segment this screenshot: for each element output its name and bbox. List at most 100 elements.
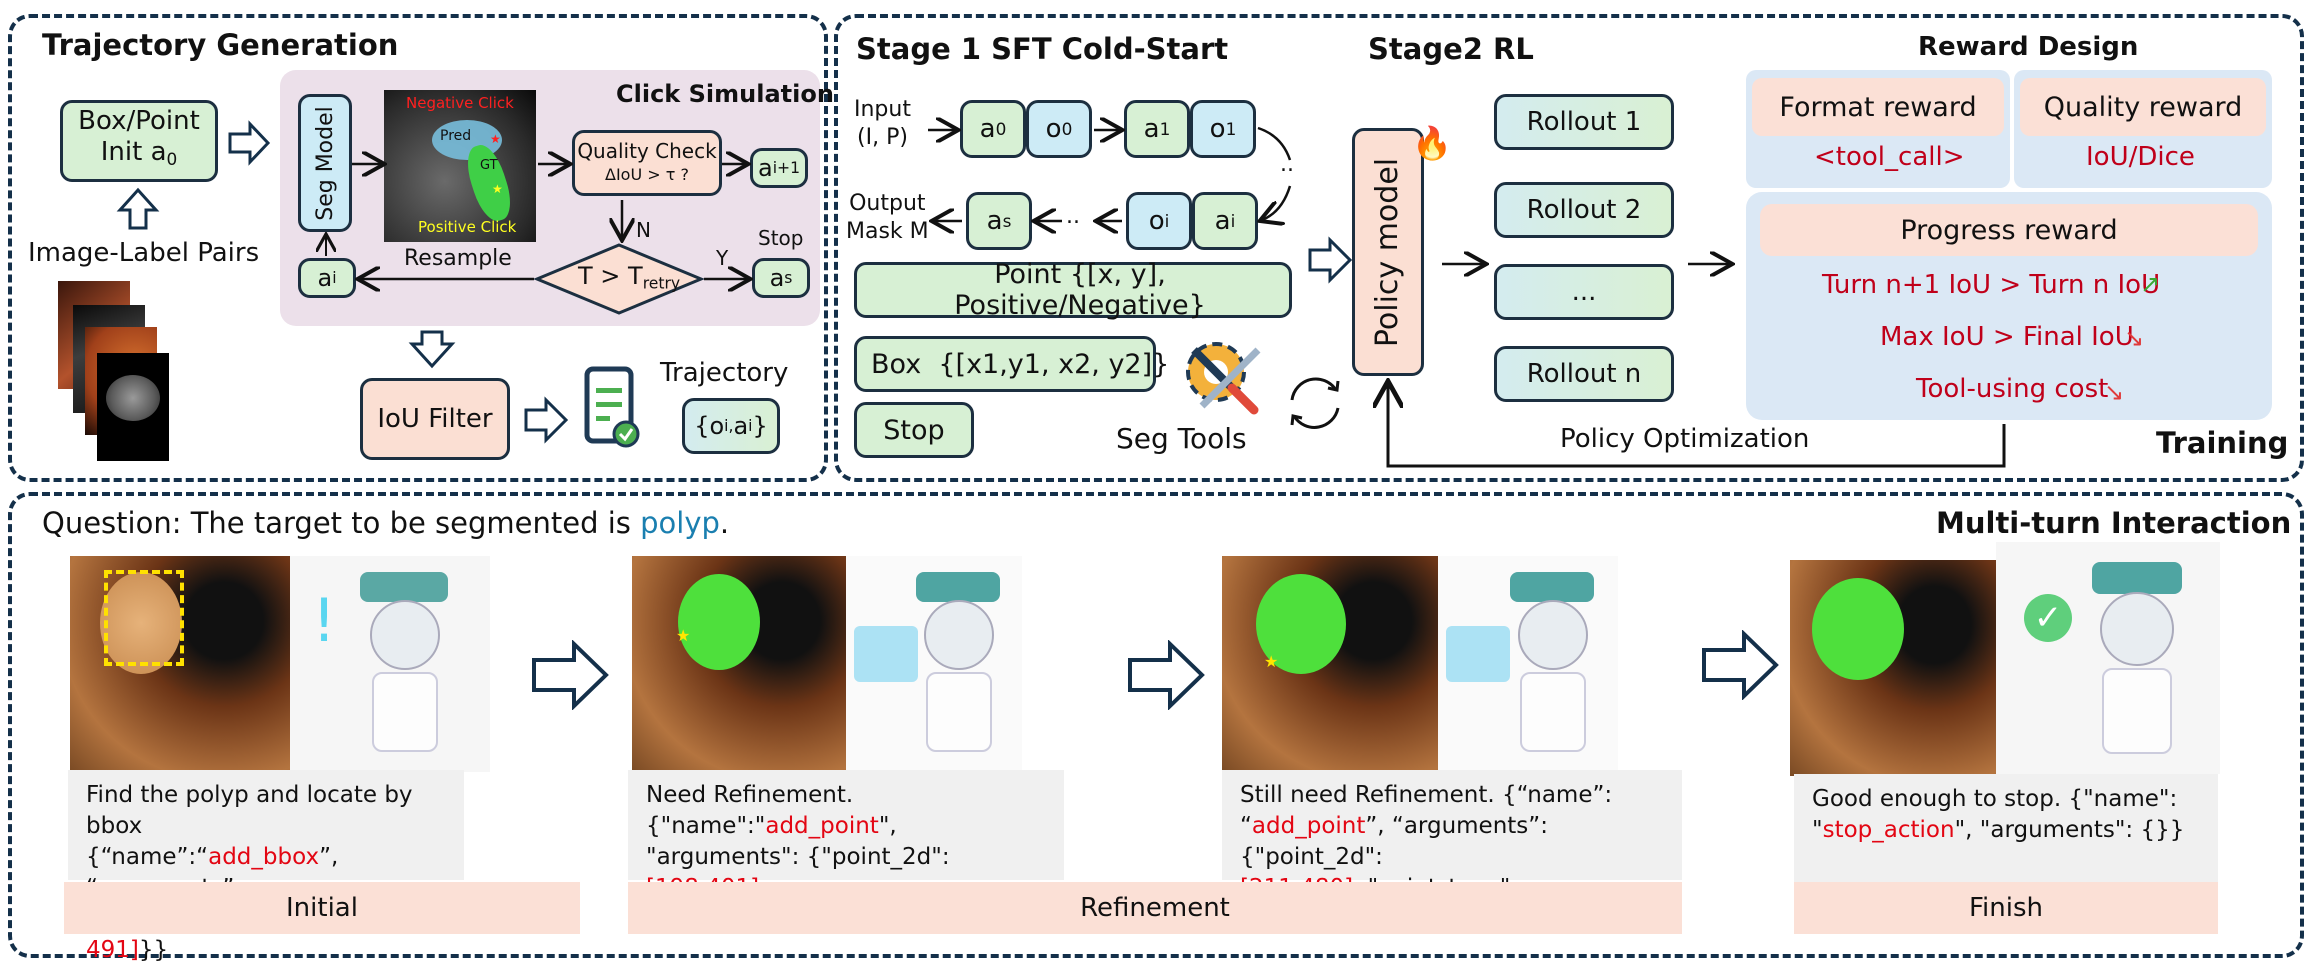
rollout-1: Rollout 1 <box>1494 94 1674 150</box>
pred-label: Pred <box>440 128 472 144</box>
robot-doctor-finish: ✓ <box>1996 542 2220 774</box>
step-message-initial: Find the polyp and locate by bbox {“name”… <box>68 770 464 963</box>
click-simulation-title: Click Simulation <box>616 80 834 108</box>
stage-finish: Finish <box>1794 882 2218 934</box>
msg-content: Find the polyp and locate by bbox {“name”… <box>86 780 446 966</box>
box-point-init-node: Box/Point Init a0 <box>60 100 218 182</box>
endoscopy-refine-1: ★ <box>632 556 846 772</box>
step-message-refine-1: Need Refinement. {"name":"add_point", "ar… <box>628 770 1064 932</box>
message-text: }} <box>138 937 169 963</box>
quality-reward-header: Quality reward <box>2020 78 2266 136</box>
message-text: “ <box>1240 813 1252 839</box>
next-arrow-3 <box>1700 629 1780 701</box>
trajectory-generation-title: Trajectory Generation <box>42 28 399 62</box>
message-text: Find the polyp and locate by bbox <box>86 782 413 839</box>
training-label: Training <box>2156 426 2289 460</box>
progress-reward-header: Progress reward <box>1760 204 2258 256</box>
next-arrow-1 <box>530 639 610 711</box>
stage-initial: Initial <box>64 882 580 934</box>
message-text: Need Refinement. {"name":" <box>646 782 854 839</box>
highlight-text: add_point <box>765 813 879 839</box>
tool-stop: Stop <box>854 402 974 458</box>
ct-image <box>97 353 169 461</box>
tool-box: Box {[x1,y1, x2, y2]} <box>854 336 1169 392</box>
robot-doctor-refine-2 <box>1438 556 1618 772</box>
cycle-icon <box>1282 370 1348 436</box>
question-text: Question: The target to be segmented is … <box>42 506 730 540</box>
retry-decision-node: T > Tretry <box>533 242 705 316</box>
negative-click-label: Negative Click <box>406 94 514 112</box>
init-label-1: Box/Point <box>78 106 200 137</box>
multi-turn-title: Multi-turn Interaction <box>1936 506 2292 540</box>
highlight-text: add_bbox <box>208 844 320 870</box>
message-text: ", <box>878 813 897 839</box>
robot-doctor-refine-1 <box>846 556 1022 772</box>
question-target: polyp <box>640 506 720 540</box>
stage1-title: Stage 1 SFT Cold-Start <box>856 32 1229 66</box>
rollout-n: Rollout n <box>1494 346 1674 402</box>
bbox-overlay <box>104 570 184 666</box>
ellipsis-mid: .. <box>1066 204 1080 229</box>
input-label: Input(I, P) <box>854 97 911 150</box>
trend-down-icon: ↘ <box>2124 324 2145 352</box>
endoscopy-initial <box>70 556 290 772</box>
quality-check-node: Quality Check ΔIoU > τ ? <box>572 130 722 196</box>
stage-refinement: Refinement <box>628 882 1682 934</box>
policy-optimization-label: Policy Optimization <box>1560 424 1810 454</box>
reward-design-title: Reward Design <box>1918 32 2139 62</box>
training-panel <box>834 14 2304 482</box>
multi-turn-panel <box>8 492 2304 958</box>
negative-star-icon: ★ <box>490 132 501 146</box>
seg-tools-label: Seg Tools <box>1116 422 1247 455</box>
iou-filter-node: IoU Filter <box>360 378 510 460</box>
positive-click-label: Positive Click <box>418 218 517 236</box>
trajectory-generation-panel <box>8 14 828 482</box>
stage2-title: Stage2 RL <box>1368 32 1534 66</box>
stop-label: Stop <box>758 226 804 250</box>
policy-model-node: Policy model <box>1352 128 1424 376</box>
progress-item-2: Max IoU > Final IoU <box>1880 322 2134 352</box>
progress-item-3: Tool-using cost <box>1916 374 2109 404</box>
positive-star-icon: ★ <box>492 182 503 196</box>
image-label-pairs-label: Image-Label Pairs <box>28 238 260 268</box>
ct-click-image: Negative Click Pred GT Positive Click ★ … <box>384 90 536 242</box>
resample-label: Resample <box>404 246 512 271</box>
message-text: Good enough to stop. {"name": <box>1812 786 2178 812</box>
message-text: "arguments": {"point_2d": <box>646 844 950 870</box>
gt-label: GT <box>480 158 498 173</box>
check-circle-icon: ✓ <box>2024 594 2072 642</box>
progress-item-1: Turn n+1 IoU > Turn n IoU <box>1822 270 2161 300</box>
step-message-refine-2: Still need Refinement. {“name”: “add_poin… <box>1222 770 1682 932</box>
msg-content: Good enough to stop. {"name":"stop_actio… <box>1812 784 2200 846</box>
trend-down-icon-2: ↘ <box>2104 378 2125 406</box>
trajectory-label: Trajectory <box>660 358 789 388</box>
message-text: ", "arguments": {}} <box>1954 817 2185 843</box>
highlight-text: add_point <box>1251 813 1366 839</box>
tool-point: Point {[x, y], Positive/Negative} <box>854 259 1292 321</box>
endoscopy-final <box>1790 560 1996 776</box>
format-reward-header: Format reward <box>1752 78 2004 136</box>
next-arrow-2 <box>1126 639 1206 711</box>
message-text: " <box>1812 817 1823 843</box>
endoscopy-refine-2: ★ <box>1222 556 1438 772</box>
format-reward-value: <tool_call> <box>1814 142 1965 172</box>
message-text: {“name”:“ <box>86 844 209 870</box>
quality-reward-value: IoU/Dice <box>2086 142 2195 172</box>
seg-tools-icon <box>1176 332 1272 422</box>
seg-model-node: Seg Model <box>298 94 352 232</box>
fire-icon: 🔥 <box>1412 124 1452 162</box>
trend-up-icon: ↗ <box>2140 270 2161 298</box>
message-text: ”, “arguments”: {"point_2d": <box>1240 813 1548 870</box>
message-text: Still need Refinement. {“name”: <box>1240 782 1613 808</box>
